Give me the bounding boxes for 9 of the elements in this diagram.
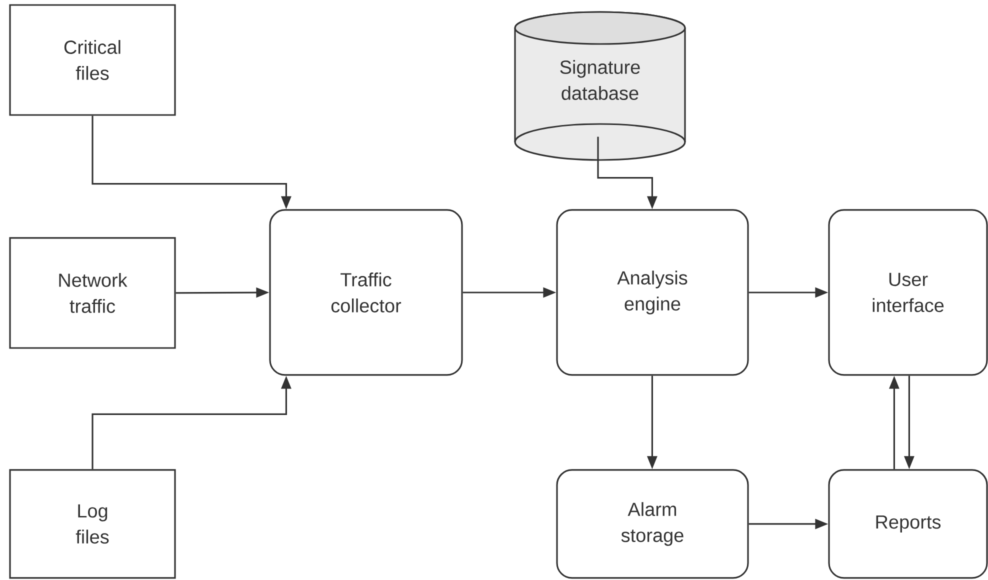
process-box: Analysis engine [556, 209, 749, 376]
process-box: Traffic collector [269, 209, 463, 376]
source-box: Critical files [9, 4, 176, 116]
process-box: User interface [828, 209, 988, 376]
database-cylinder: Signature database [514, 11, 686, 161]
process-box: Alarm storage [556, 469, 749, 579]
process-box: Reports [828, 469, 988, 579]
source-box: Network traffic [9, 237, 176, 349]
source-box: Log files [9, 469, 176, 579]
